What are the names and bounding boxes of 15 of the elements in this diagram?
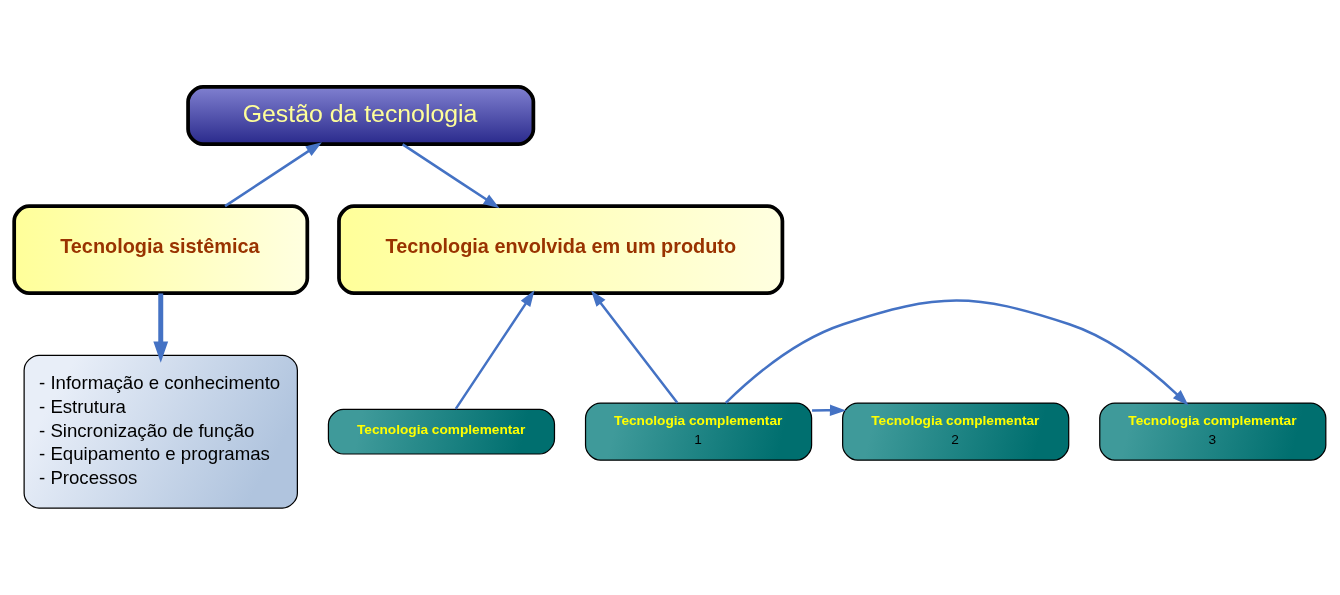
node-box: Tecnologia sistêmica (12, 204, 310, 295)
node-box: Tecnologia complementar 2 (842, 402, 1070, 461)
arrow (401, 143, 500, 209)
arrow (724, 299, 1189, 406)
node-box: Gestão da tecnologia (186, 85, 536, 146)
arrow (224, 142, 322, 208)
arrow (591, 290, 679, 404)
node-box: Tecnologia complementar (327, 408, 556, 455)
node-box: Tecnologia envolvida em um produto (337, 204, 785, 295)
arrow (454, 290, 535, 410)
arrow (812, 404, 847, 416)
node-box: Tecnologia complementar 3 (1099, 402, 1327, 461)
node-box: - Informação e conhecimento - Estrutura - Sincronização de função - Equipamento e programas - Processos (23, 354, 298, 509)
node-box: Tecnologia complementar 1 (584, 402, 813, 461)
arrow (153, 293, 169, 363)
